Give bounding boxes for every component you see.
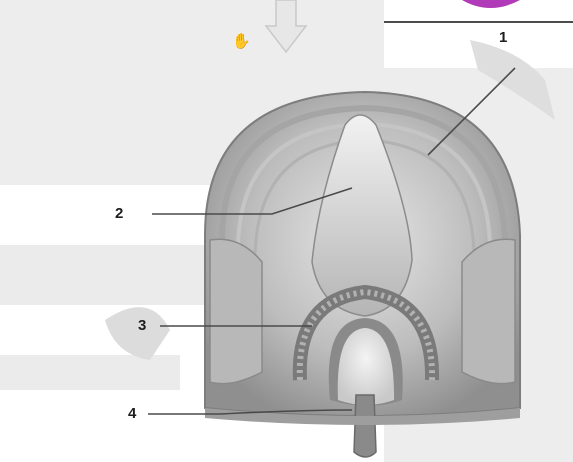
stem	[354, 395, 376, 457]
right-wing	[462, 239, 515, 383]
callout-label-1: 1	[499, 30, 507, 45]
background-panel-bottom-left	[0, 390, 150, 462]
hand-cursor-icon: ✋	[232, 32, 251, 50]
callout-label-3: 3	[138, 318, 146, 333]
left-wing	[210, 239, 262, 383]
background-panel-mid-left	[0, 245, 210, 305]
callout-label-4: 4	[128, 406, 136, 421]
callout-label-2: 2	[115, 206, 123, 221]
background-panel-low-left	[0, 355, 180, 390]
